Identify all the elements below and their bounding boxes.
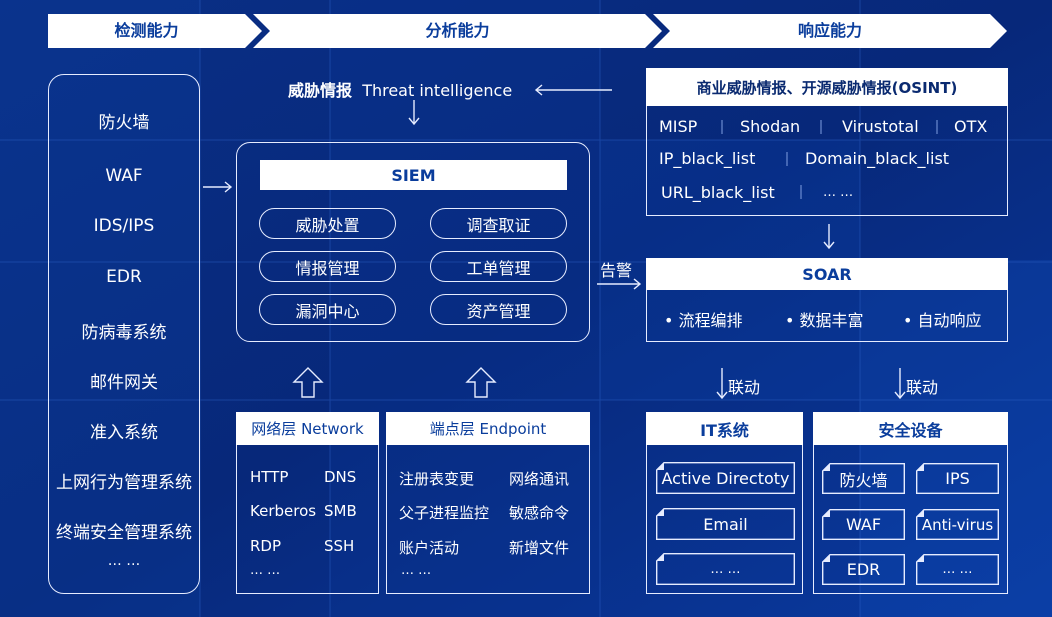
detect-item-mail-gateway: 邮件网关: [90, 373, 158, 393]
siem-title: SIEM: [260, 160, 567, 190]
it-title: IT系统: [646, 412, 803, 445]
banner-response: 响应能力: [797, 21, 862, 40]
siem-box: [236, 142, 590, 342]
threat-intel-label: 威胁情报 Threat intelligence: [288, 77, 512, 101]
detect-item-behavior-mgmt: 上网行为管理系统: [56, 473, 192, 493]
endpoint-registry: 注册表变更: [399, 470, 475, 488]
security-title: 安全设备: [813, 412, 1008, 445]
detect-item-edr: EDR: [106, 267, 142, 287]
siem-threat-handling: 威胁处置: [259, 208, 396, 239]
soar-orchestration: • 流程编排: [664, 311, 743, 330]
linkage-label-it: 联动: [728, 378, 761, 397]
security-edr: EDR: [822, 554, 905, 585]
osint-misp: MISP: [659, 117, 698, 136]
security-firewall-label: 防火墙: [839, 470, 888, 490]
osint-more: … …: [823, 185, 854, 200]
osint-title: 商业威胁情报、开源威胁情报(OSINT): [646, 68, 1008, 106]
banner-detect: 检测能力: [114, 21, 179, 40]
detect-item-antivirus: 防病毒系统: [81, 323, 167, 343]
security-waf-label: WAF: [845, 515, 882, 534]
network-title: 网络层 Network: [236, 412, 379, 445]
it-more-label: … …: [710, 561, 741, 577]
siem-asset-mgmt: 资产管理: [430, 294, 567, 325]
detect-item-nac: 准入系统: [90, 423, 158, 443]
threat-intel-en: Threat intelligence: [362, 81, 513, 100]
detect-item-firewall: 防火墙: [98, 113, 150, 133]
security-ips-label: IPS: [945, 469, 970, 488]
security-waf: WAF: [822, 509, 905, 540]
detect-item-more: … …: [107, 553, 141, 569]
siem-vuln-center: 漏洞中心: [259, 294, 396, 325]
banner-analysis: 分析能力: [425, 21, 490, 40]
siem-investigation: 调查取证: [430, 208, 567, 239]
security-antivirus: Anti-virus: [916, 509, 999, 540]
security-edr-label: EDR: [846, 560, 881, 579]
endpoint-network: 网络通讯: [509, 470, 570, 488]
endpoint-sensitive: 敏感命令: [509, 504, 570, 522]
security-antivirus-label: Anti-virus: [921, 515, 994, 534]
banner-analysis-shape: [253, 14, 662, 48]
osint-virustotal: Virustotal: [842, 117, 919, 136]
security-more-label: … …: [942, 562, 973, 577]
it-email-label: Email: [703, 514, 748, 534]
alert-label: 告警: [600, 261, 633, 280]
soar-title: SOAR: [646, 258, 1008, 290]
detect-item-endpoint-mgmt: 终端安全管理系统: [56, 523, 192, 543]
threat-intel-cn: 威胁情报: [288, 81, 353, 100]
siem-ticket-mgmt: 工单管理: [430, 251, 567, 282]
siem-intel-mgmt: 情报管理: [259, 251, 396, 282]
it-email: Email: [656, 508, 795, 540]
endpoint-more: … …: [401, 563, 432, 578]
network-more: … …: [250, 563, 281, 578]
osint-domain-blacklist: Domain_black_list: [805, 149, 950, 168]
network-ssh: SSH: [324, 537, 355, 555]
detection-box: [48, 74, 200, 594]
detect-item-ids-ips: IDS/IPS: [93, 216, 155, 236]
soar-auto-response: • 自动响应: [903, 311, 982, 330]
it-ad: Active Directoty: [656, 462, 795, 494]
osint-shodan: Shodan: [740, 117, 801, 136]
endpoint-process: 父子进程监控: [399, 504, 490, 522]
security-more: … …: [916, 554, 999, 585]
network-smb: SMB: [324, 502, 357, 520]
network-kerberos: Kerberos: [250, 502, 317, 520]
endpoint-account: 账户活动: [399, 539, 460, 557]
endpoint-title: 端点层 Endpoint: [386, 412, 590, 445]
network-dns: DNS: [324, 468, 357, 486]
osint-url-blacklist: URL_black_list: [661, 183, 775, 202]
soar-enrichment: • 数据丰富: [785, 311, 864, 330]
security-firewall: 防火墙: [822, 463, 905, 494]
banner-detect-shape: [48, 14, 262, 48]
it-more: … …: [656, 553, 795, 585]
osint-otx: OTX: [954, 117, 988, 136]
network-http: HTTP: [250, 468, 289, 486]
it-ad-label: Active Directoty: [661, 468, 790, 488]
linkage-label-security: 联动: [906, 378, 939, 397]
osint-ip-blacklist: IP_black_list: [659, 149, 756, 168]
security-ips: IPS: [916, 463, 999, 494]
endpoint-newfile: 新增文件: [509, 539, 570, 557]
detect-item-waf: WAF: [105, 166, 143, 186]
banner-response-shape: [653, 14, 1007, 48]
network-rdp: RDP: [250, 537, 282, 555]
